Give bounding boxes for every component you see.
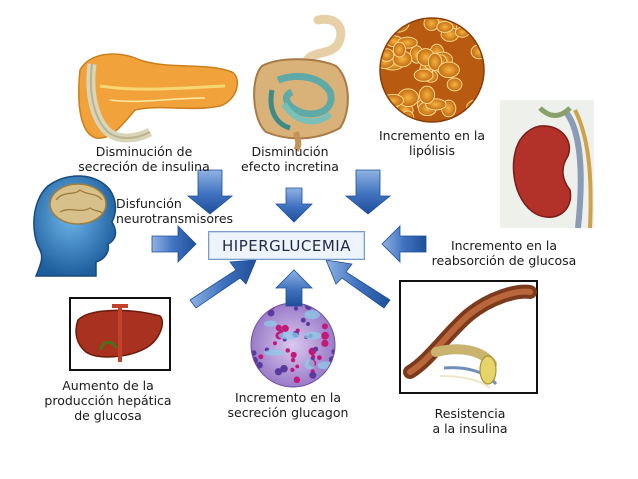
islet-cell <box>306 322 311 327</box>
label-resistance: Resistencia a la insulina <box>432 406 508 436</box>
kidney-icon <box>500 100 594 229</box>
brain-head-icon <box>33 175 117 277</box>
fat-cell <box>418 85 436 105</box>
label-incretin: Disminución efecto incretina <box>241 144 339 174</box>
pancreatic-islet-icon <box>250 302 336 388</box>
islet-cell <box>322 379 328 386</box>
arrow-from-glucagon <box>275 269 313 307</box>
islet-vessel <box>263 320 277 327</box>
islet-cell <box>256 313 261 318</box>
arrow-from-pancreas <box>186 169 234 215</box>
islet-cell <box>280 364 288 373</box>
fat-cell <box>413 68 434 82</box>
arrow-from-liver <box>189 259 257 309</box>
islet-cell <box>321 331 330 340</box>
islet-vessel <box>317 361 335 370</box>
islet-cell <box>255 306 264 315</box>
islet-cell <box>295 364 300 369</box>
islet-cell <box>267 309 275 317</box>
pancreas-icon <box>78 53 239 143</box>
islet-cell <box>258 375 264 380</box>
islet-cell <box>300 317 306 323</box>
label-pancreas: Disminución de secreción de insulina <box>78 144 210 174</box>
islet-cell <box>313 346 319 352</box>
label-kidney: Incremento en la reabsorción de glucosa <box>431 238 577 268</box>
arrow-from-incretin <box>275 187 313 223</box>
islet-cell <box>251 312 260 321</box>
fat-cell <box>427 52 443 71</box>
islet-cell <box>275 324 282 332</box>
label-lipolysis: Incremento en la lipólisis <box>378 128 486 158</box>
islet-cell <box>272 341 277 346</box>
fat-cell <box>446 77 463 92</box>
fat-cell <box>392 41 407 58</box>
islet-vessel <box>304 310 321 320</box>
islet-cell <box>293 376 301 384</box>
islet-cell <box>256 361 263 369</box>
islet-cell <box>274 368 283 376</box>
label-neuro: Disfunción neurotransmisores <box>116 196 234 226</box>
islet-cell <box>258 354 264 360</box>
hyperglycemia-label: HIPERGLUCEMIA <box>222 236 351 255</box>
islet-cell <box>290 357 296 363</box>
fat-cell <box>381 103 395 116</box>
islet-cell <box>331 305 335 312</box>
liver-icon <box>69 297 171 371</box>
arrow-from-lipolysis <box>344 169 392 215</box>
muscle-icon <box>399 280 538 394</box>
islet-cell <box>317 355 322 361</box>
arrow-from-neuro <box>151 225 197 263</box>
islet-cell <box>321 323 328 330</box>
adipose-tissue-icon <box>379 17 485 123</box>
islet-cell <box>331 374 335 380</box>
label-glucagon: Incremento en la secreción glucagon <box>227 390 349 420</box>
islet-cell <box>293 306 299 311</box>
fat-cell <box>466 99 484 116</box>
islet-vessel <box>304 358 315 370</box>
hyperglycemia-node: HIPERGLUCEMIA <box>208 231 365 260</box>
islet-vessel <box>278 331 300 340</box>
fat-cell <box>437 61 460 79</box>
islet-vessel <box>304 331 322 340</box>
islet-cell <box>290 351 297 359</box>
islet-cell <box>290 367 295 372</box>
islet-cell <box>282 325 287 330</box>
arrow-from-kidney <box>381 225 427 263</box>
islet-cell <box>325 311 333 318</box>
islet-cell <box>321 339 329 347</box>
islet-cell <box>331 349 335 355</box>
islet-cell <box>329 303 335 308</box>
fat-cell <box>436 21 454 33</box>
fat-cell <box>388 114 407 122</box>
islet-cell <box>309 371 317 379</box>
fat-cell <box>390 18 405 28</box>
intestine-icon <box>253 14 349 152</box>
islet-vessel <box>264 349 286 356</box>
islet-cell <box>285 348 290 353</box>
islet-cell <box>324 303 332 308</box>
arrow-from-resistance <box>325 259 391 309</box>
label-liver: Aumento de la producción hepática de glu… <box>44 378 172 423</box>
